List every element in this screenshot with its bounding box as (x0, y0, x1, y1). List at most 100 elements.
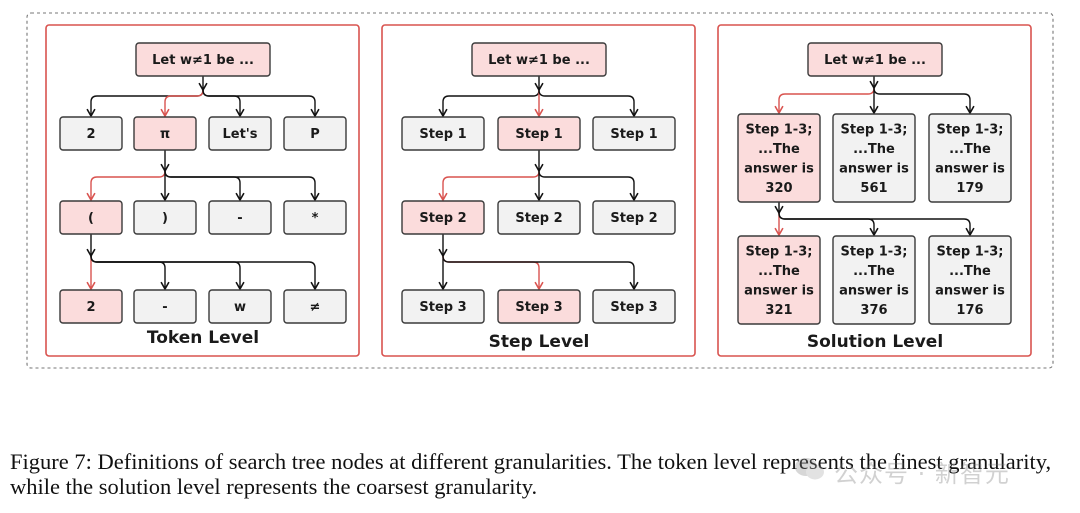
token-l1-edge-3 (164, 170, 320, 202)
svg-text:answer is: answer is (744, 161, 814, 176)
svg-text:Step 2: Step 2 (610, 211, 657, 226)
token-panel-title: Token Level (147, 328, 259, 348)
svg-text:Step 1: Step 1 (610, 127, 657, 142)
solution-l1-node-1: Step 1-3; ...The answer is 561 (832, 113, 916, 203)
step-l1-node-0: Step 1 (401, 116, 485, 151)
token-root-edge-3 (202, 89, 320, 118)
svg-text:Step 1-3;: Step 1-3; (841, 122, 908, 137)
solution-l1-edge-2 (778, 212, 975, 237)
token-root-node: Let w≠1 be ... (135, 42, 271, 77)
solution-panel (717, 24, 1032, 357)
token-root-edge-2 (202, 89, 245, 118)
tree-edges (86, 76, 975, 291)
step-l1-edge-0 (438, 170, 540, 202)
token-l2-node-2: - (208, 200, 272, 235)
svg-text:w: w (234, 300, 246, 315)
svg-text:π: π (160, 127, 170, 142)
svg-text:*: * (312, 211, 319, 226)
svg-text:2: 2 (86, 300, 95, 315)
svg-text:Let's: Let's (222, 127, 257, 142)
token-l2-node-3: * (283, 200, 347, 235)
svg-text:376: 376 (860, 303, 887, 318)
token-l1-node-3: P (283, 116, 347, 151)
token-l1-edge-2 (164, 170, 245, 202)
svg-text:answer is: answer is (839, 283, 909, 298)
figure-caption: Figure 7: Definitions of search tree nod… (10, 449, 1052, 499)
svg-text:176: 176 (956, 303, 983, 318)
token-l2-node-1: ) (133, 200, 197, 235)
token-l1-node-1: π (133, 116, 197, 151)
token-root-edge-0 (86, 89, 204, 118)
solution-panel-title: Solution Level (807, 332, 943, 352)
step-l2-node-0: Step 2 (401, 200, 485, 235)
svg-text:Step 1-3;: Step 1-3; (937, 244, 1004, 259)
token-l1-edge-0 (86, 170, 166, 202)
svg-text:answer is: answer is (839, 161, 909, 176)
svg-text:Step 2: Step 2 (419, 211, 466, 226)
token-l2-edge-3 (90, 255, 320, 291)
svg-text:Step 1: Step 1 (515, 127, 562, 142)
svg-text:179: 179 (956, 181, 983, 196)
tree-nodes: Let w≠1 be ... 2 π Let's P () - * 2 - w ≠ Let w≠1 be… (59, 42, 1012, 325)
svg-text:...The: ...The (853, 264, 895, 279)
solution-root-edge-2 (873, 87, 975, 115)
svg-text:(: ( (88, 211, 94, 226)
svg-text:561: 561 (860, 181, 887, 196)
token-l3-node-1: - (133, 289, 197, 324)
step-l1-edge-2 (538, 170, 639, 202)
svg-text:321: 321 (765, 303, 792, 318)
svg-text:): ) (162, 211, 168, 226)
svg-text:Step 1-3;: Step 1-3; (937, 122, 1004, 137)
step-l3-node-1: Step 3 (497, 289, 581, 324)
step-root-edge-2 (538, 89, 639, 118)
token-l3-node-3: ≠ (283, 289, 347, 324)
svg-text:Let w≠1 be ...: Let w≠1 be ... (824, 53, 926, 68)
step-l2-node-1: Step 2 (497, 200, 581, 235)
step-l1-node-2: Step 1 (592, 116, 676, 151)
step-l3-node-0: Step 3 (401, 289, 485, 324)
svg-text:Step 3: Step 3 (419, 300, 466, 315)
svg-text:P: P (310, 127, 320, 142)
solution-l2-node-2: Step 1-3; ...The answer is 176 (928, 235, 1012, 325)
svg-text:Step 1: Step 1 (419, 127, 466, 142)
svg-text:320: 320 (765, 181, 792, 196)
svg-text:...The: ...The (949, 142, 991, 157)
svg-text:...The: ...The (853, 142, 895, 157)
step-panel (381, 24, 696, 357)
svg-text:...The: ...The (758, 264, 800, 279)
step-l3-node-2: Step 3 (592, 289, 676, 324)
svg-text:-: - (162, 300, 167, 315)
token-l3-node-0: 2 (59, 289, 123, 324)
svg-text:Step 1-3;: Step 1-3; (746, 244, 813, 259)
svg-text:≠: ≠ (310, 300, 321, 315)
token-l1-node-0: 2 (59, 116, 123, 151)
svg-text:answer is: answer is (935, 161, 1005, 176)
token-l1-node-2: Let's (208, 116, 272, 151)
svg-text:...The: ...The (758, 142, 800, 157)
step-l2-node-2: Step 2 (592, 200, 676, 235)
step-root-edge-0 (438, 89, 540, 118)
svg-text:Step 1-3;: Step 1-3; (746, 122, 813, 137)
solution-root-edge-0 (774, 87, 875, 115)
step-l2-edge-1 (442, 255, 544, 291)
solution-l2-node-0: Step 1-3; ...The answer is 321 (737, 235, 821, 325)
outer-dashed-frame (26, 12, 1054, 369)
svg-text:answer is: answer is (935, 283, 1005, 298)
token-l2-node-0: ( (59, 200, 123, 235)
solution-l1-node-2: Step 1-3; ...The answer is 179 (928, 113, 1012, 203)
step-l1-node-1: Step 1 (497, 116, 581, 151)
step-panel-title: Step Level (489, 332, 590, 352)
svg-text:Let w≠1 be ...: Let w≠1 be ... (488, 53, 590, 68)
solution-l1-edge-1 (778, 212, 879, 237)
solution-l2-node-1: Step 1-3; ...The answer is 376 (832, 235, 916, 325)
solution-l1-node-0: Step 1-3; ...The answer is 320 (737, 113, 821, 203)
token-root-edge-1 (160, 89, 204, 118)
token-panel (45, 24, 360, 357)
svg-text:Step 1-3;: Step 1-3; (841, 244, 908, 259)
svg-text:Step 3: Step 3 (515, 300, 562, 315)
token-l3-node-2: w (208, 289, 272, 324)
svg-text:answer is: answer is (744, 283, 814, 298)
svg-text:...The: ...The (949, 264, 991, 279)
svg-text:-: - (237, 211, 242, 226)
step-l2-edge-2 (442, 255, 639, 291)
